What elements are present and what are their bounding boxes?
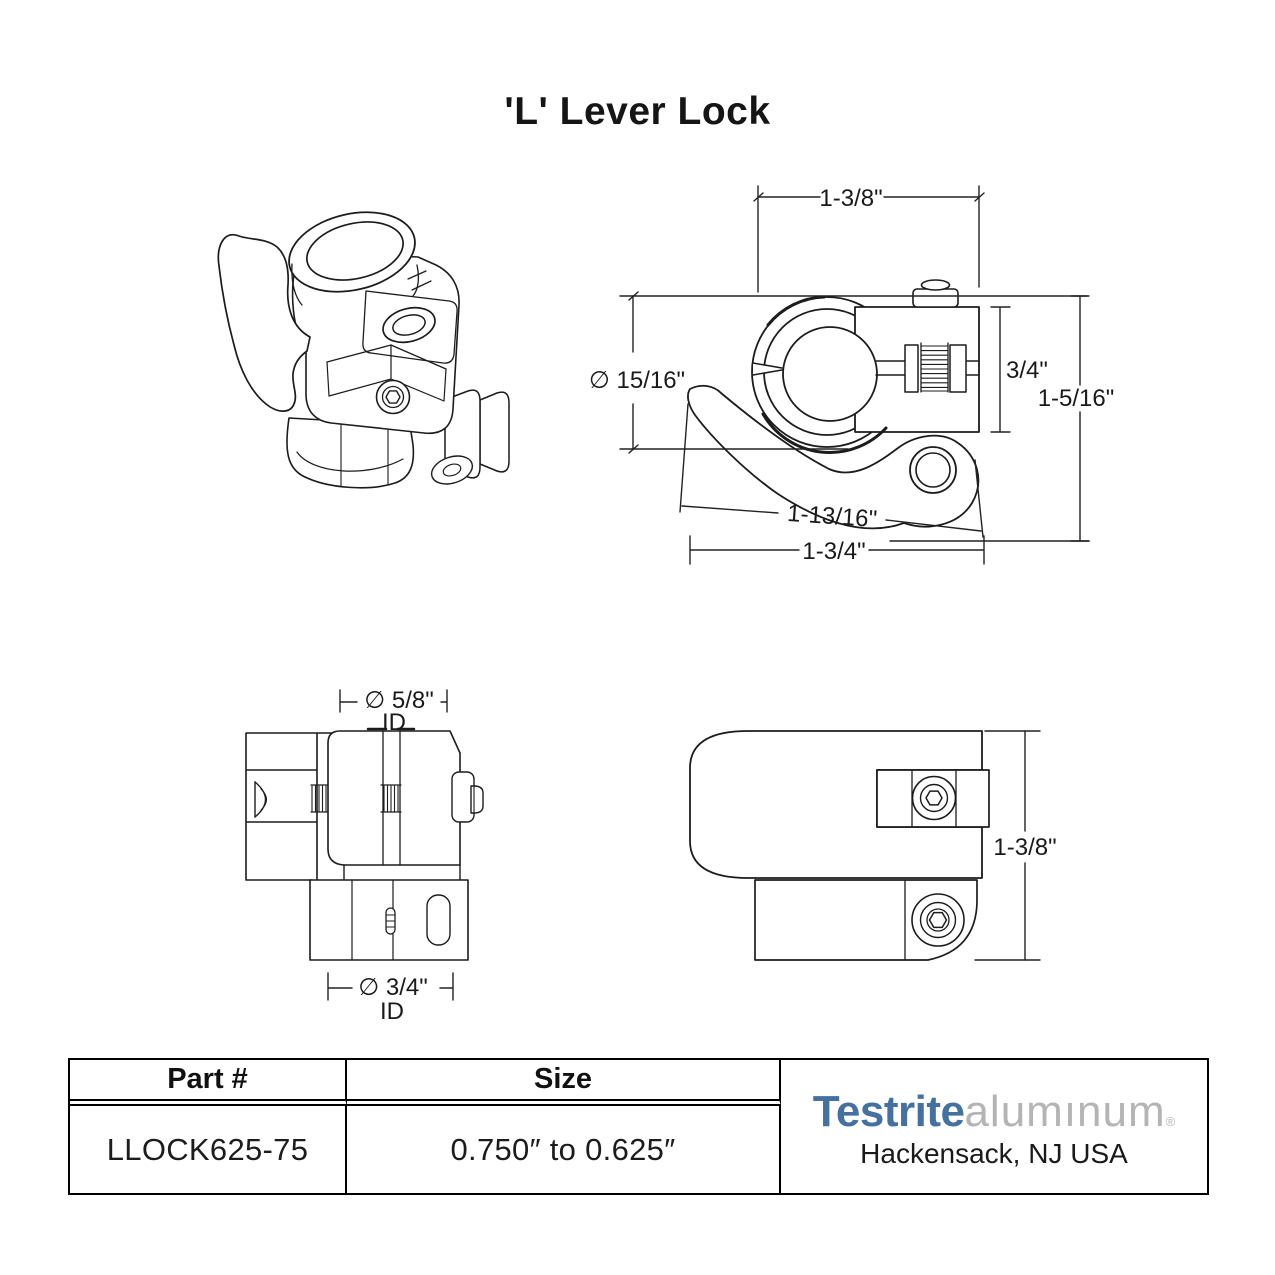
dim-overall-width-label: 1-3/4" [802,538,865,565]
dim-top-id-label: ∅ 5/8" [364,687,433,714]
axial-view-drawing: ∅ 5/8" ID ∅ 3/4" ID [245,687,484,1025]
dim-clamp-height-label: 3/4" [1006,357,1048,384]
dim-bottom-id-suffix: ID [380,998,404,1025]
part-number-value: LLOCK625-75 [70,1106,347,1193]
dim-lever-length-label: 1-13/16" [786,500,878,533]
dim-side-height-label: 1-3/8" [993,834,1056,861]
page-title: 'L' Lever Lock [504,90,771,133]
brand-logo: Testritealumınum® [812,1086,1176,1136]
dim-top-id-suffix: ID [382,709,406,736]
dim-top-width-label: 1-3/8" [819,185,882,212]
spec-table: Part # Size Testritealumınum® Hackensack… [68,1058,1209,1195]
axial-part-outline [245,727,484,961]
registered-trademark-mark: ® [1165,1113,1176,1129]
size-value: 0.750″ to 0.625″ [347,1106,781,1193]
dim-outer-diameter-label: ∅ 15/16" [589,367,685,394]
side-part-outline [689,730,990,961]
dim-bottom-id-label: ∅ 3/4" [358,974,427,1001]
dim-overall-height-label: 1-5/16" [1038,385,1115,412]
brand-location: Hackensack, NJ USA [860,1137,1128,1169]
size-column-header: Size [347,1060,781,1106]
brand-logo-primary: Testrite [812,1086,965,1136]
front-part-outline [687,279,980,530]
front-dimension-lines [619,185,1090,565]
part-number-column-header: Part # [70,1060,347,1106]
brand-logo-cell: Testritealumınum® Hackensack, NJ USA [781,1060,1207,1193]
isometric-view-drawing [217,211,510,489]
side-dimension-lines [974,730,1041,961]
side-view-drawing: 1-3/8" [689,730,1057,961]
isometric-part-outline [217,211,510,489]
axial-dimension-lines [327,689,454,1001]
front-view-drawing: 1-3/8" ∅ 15/16" 3/4" 1-5/16" 1-13/16" 1-… [589,185,1115,565]
brand-logo-secondary: alumınum [964,1086,1166,1136]
